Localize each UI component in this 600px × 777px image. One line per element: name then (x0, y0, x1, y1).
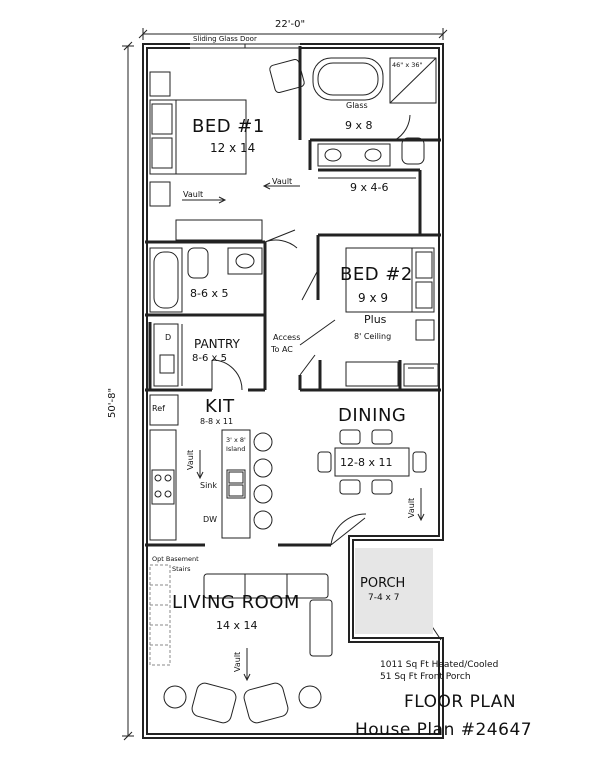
door-swings (211, 114, 442, 641)
bath1-size: 8-6 x 5 (190, 287, 229, 300)
vault-label-bed1-right: Vault (272, 177, 293, 186)
kit-size: 8-8 x 11 (200, 417, 234, 426)
shower-size: 46" x 36" (392, 61, 423, 69)
vault-label-living: Vault (233, 651, 242, 672)
living-furniture (163, 573, 333, 724)
plan-number: House Plan #24647 (355, 720, 533, 740)
access-label-1: Access (273, 333, 301, 342)
closet-size: 9 x 4-6 (350, 181, 389, 194)
vault-label-dining: Vault (407, 497, 416, 518)
bed2-note-ceiling: 8' Ceiling (354, 332, 392, 341)
stairs-label-2: Stairs (172, 565, 191, 573)
shower (389, 57, 437, 104)
width-dimension-line (138, 28, 448, 40)
bed2-bed (345, 247, 435, 341)
dining-name: DINING (338, 405, 407, 426)
depth-dimension: 50'-8" (107, 387, 118, 418)
sliding-door-label: Sliding Glass Door (193, 35, 257, 43)
porch-size: 7-4 x 7 (368, 593, 400, 603)
pantry-name: PANTRY (194, 337, 240, 351)
sink-label: Sink (200, 481, 218, 490)
plan-title: FLOOR PLAN (404, 692, 517, 712)
bed2-name: BED #2 (340, 264, 413, 285)
basement-stairs (149, 564, 171, 666)
bed1-name: BED #1 (192, 116, 265, 137)
living-size: 14 x 14 (216, 619, 258, 632)
pantry-shelves (153, 323, 183, 387)
stats-porch: 51 Sq Ft Front Porch (380, 672, 471, 682)
bed1-bed (149, 71, 247, 207)
bed2-size: 9 x 9 (358, 291, 388, 305)
island-label: Island (226, 445, 246, 453)
hall-closets (345, 361, 439, 387)
vault-label-bed1-left: Vault (183, 190, 204, 199)
vault-label-kit: Vault (186, 449, 195, 470)
bath-glass-label: Glass (346, 101, 368, 110)
pantry-d-label: D (165, 333, 172, 342)
bed2-note-plus: Plus (364, 313, 387, 326)
porch-name: PORCH (360, 576, 406, 591)
exterior-walls (142, 43, 444, 739)
kit-name: KIT (205, 396, 235, 417)
stats-heated: 1011 Sq Ft Heated/Cooled (380, 660, 499, 670)
master-vanity (317, 137, 425, 167)
bathtub (312, 57, 384, 101)
armchair (269, 58, 305, 94)
island-stools (253, 432, 273, 530)
dw-label: DW (203, 515, 218, 524)
master-bath-size: 9 x 8 (345, 119, 373, 132)
interior-walls (145, 46, 441, 547)
access-label-2: To AC (271, 345, 293, 354)
dining-table (317, 429, 427, 495)
width-dimension: 22'-0" (275, 19, 306, 30)
dining-size: 12-8 x 11 (340, 456, 393, 469)
bed1-size: 12 x 14 (210, 141, 256, 155)
living-name: LIVING ROOM (172, 592, 300, 613)
pantry-size: 8-6 x 5 (192, 353, 227, 364)
island-size: 3' x 8' (226, 436, 246, 444)
dresser (175, 219, 263, 241)
kitchen-counters (149, 394, 251, 541)
ref-label: Ref (152, 404, 165, 413)
depth-dimension-line (122, 41, 134, 741)
vault-arrows (182, 182, 425, 682)
bath1-fixtures (149, 247, 263, 313)
porch-hatch (355, 548, 433, 634)
stairs-label-1: Opt Basement (152, 555, 199, 563)
